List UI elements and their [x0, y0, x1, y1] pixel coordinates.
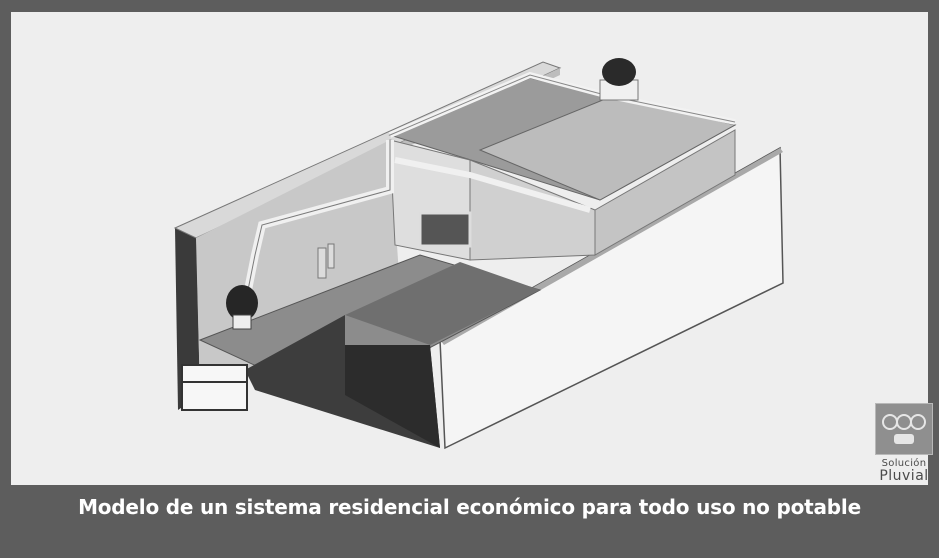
front-gutter-pipe [394, 157, 591, 213]
slide-caption: Modelo de un sistema residencial económi… [78, 495, 861, 519]
solucion-pluvial-logo: Solución Pluvial [871, 403, 937, 485]
house-window [418, 211, 472, 248]
downspout-pipe-edge [247, 140, 391, 291]
small-pipes-2 [327, 243, 335, 269]
filter-tank-cap [232, 314, 252, 330]
rear-roof-right [478, 94, 737, 201]
front-slab-top [345, 262, 540, 345]
small-pipes [317, 247, 327, 279]
logo-line-2: Pluvial [879, 468, 929, 484]
rooftop-tank [602, 58, 636, 86]
rain-harvest-emblem-icon [875, 403, 933, 455]
left-boundary-wall [175, 224, 200, 410]
filter-tank [226, 285, 258, 321]
logo-line-1: Solución [881, 458, 927, 469]
roof-gutter-edge [389, 74, 736, 136]
underground-cistern [181, 364, 248, 411]
front-dark-face [345, 345, 440, 448]
rear-house-right-side [594, 129, 736, 256]
